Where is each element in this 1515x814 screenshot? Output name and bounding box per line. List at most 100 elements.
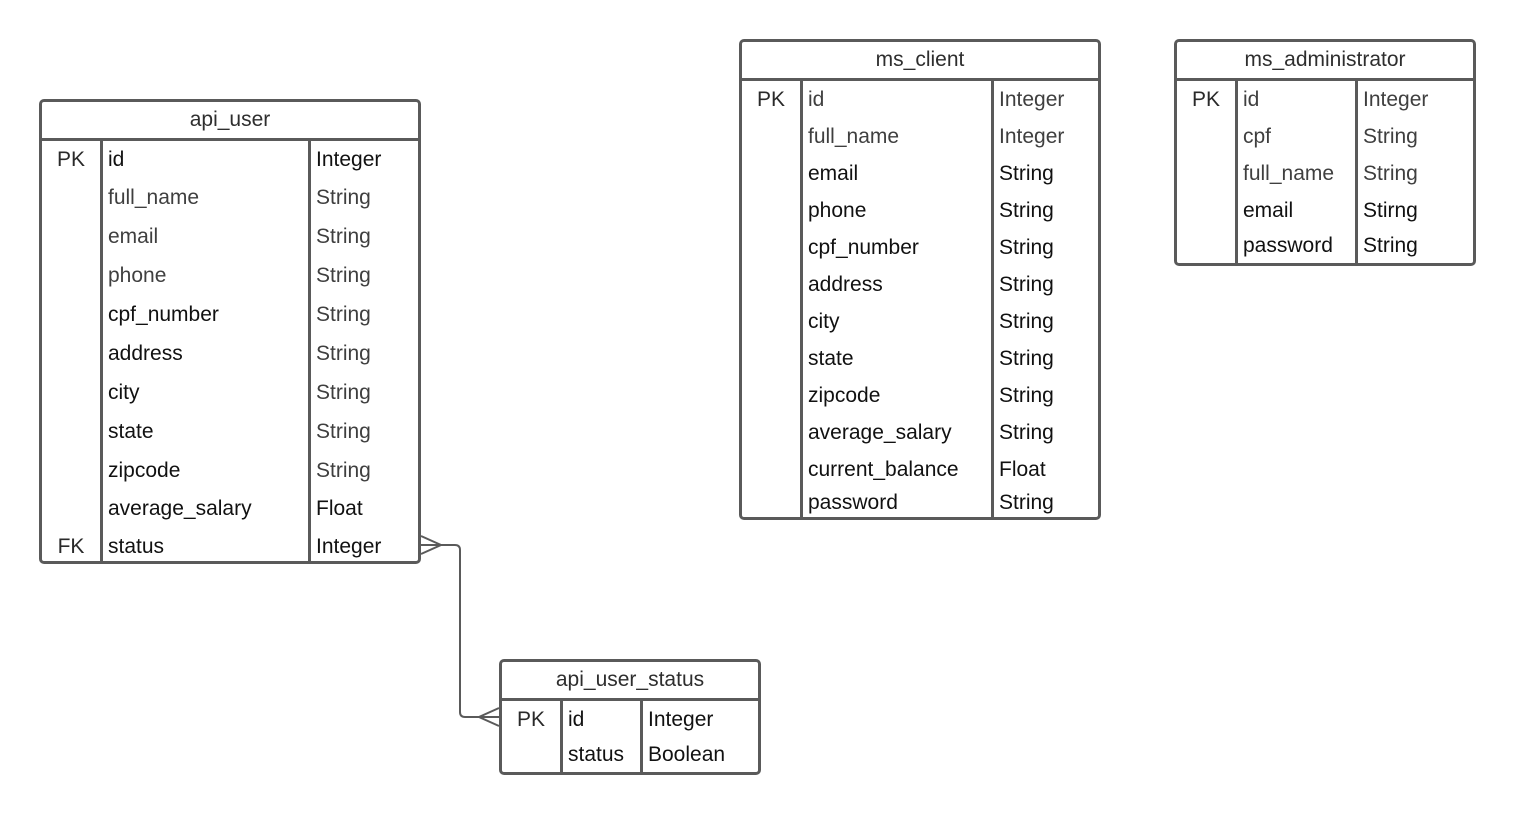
key-cell — [742, 377, 800, 414]
entity-title: ms_client — [742, 42, 1098, 81]
field-name: email — [1243, 198, 1294, 222]
field-name: zipcode — [808, 383, 881, 407]
table-row[interactable]: full_name String — [1177, 155, 1473, 192]
table-row[interactable]: phone String — [42, 256, 418, 295]
field-type: Boolean — [648, 743, 726, 766]
key-cell — [742, 118, 800, 155]
crow-foot-many-icon — [420, 535, 444, 555]
key-cell — [1177, 155, 1235, 192]
field-type: String — [316, 263, 371, 287]
key-cell — [1177, 118, 1235, 155]
field-type: String — [999, 309, 1054, 333]
field-type: String — [1363, 234, 1418, 257]
table-row[interactable]: PK id Integer — [502, 701, 758, 738]
field-name: average_salary — [108, 497, 252, 520]
relationship-line — [421, 544, 499, 718]
column-divider — [640, 701, 643, 772]
key-cell — [42, 334, 100, 373]
table-row[interactable]: PK id Integer — [1177, 81, 1473, 118]
table-row[interactable]: email String — [742, 155, 1098, 192]
column-divider — [1235, 81, 1238, 263]
field-name: cpf_number — [808, 235, 919, 259]
table-row[interactable]: email Stirng — [1177, 192, 1473, 229]
entity-title: api_user — [42, 102, 418, 141]
entity-body: PK id Integer cpf String full_name Strin… — [1177, 81, 1473, 263]
entity-body: PK id Integer full_name Integer email St… — [742, 81, 1098, 517]
entity-body: PK id Integer status Boolean — [502, 701, 758, 772]
key-cell — [742, 192, 800, 229]
field-name: cpf_number — [108, 302, 219, 326]
table-row[interactable]: email String — [42, 217, 418, 256]
field-name: current_balance — [808, 457, 959, 481]
entity-title: ms_administrator — [1177, 42, 1473, 81]
key-cell — [42, 373, 100, 412]
table-row[interactable]: cpf String — [1177, 118, 1473, 155]
field-type: String — [999, 420, 1054, 444]
table-row[interactable]: PK id Integer — [742, 81, 1098, 118]
table-row[interactable]: phone String — [742, 192, 1098, 229]
key-cell: PK — [56, 147, 85, 171]
field-name: id — [808, 87, 825, 111]
entity-body: PK id Integer full_name String email Str… — [42, 141, 418, 561]
table-row[interactable]: city String — [742, 303, 1098, 340]
table-row[interactable]: cpf_number String — [42, 295, 418, 334]
field-type: Float — [316, 497, 363, 520]
key-cell — [502, 738, 560, 772]
table-row[interactable]: state String — [42, 412, 418, 451]
table-row[interactable]: city String — [42, 373, 418, 412]
entity-ms-client[interactable]: ms_client PK id Integer full_name Intege… — [739, 39, 1101, 520]
field-type: String — [999, 383, 1054, 407]
key-cell: PK — [1191, 87, 1220, 111]
table-row[interactable]: address String — [742, 266, 1098, 303]
table-row[interactable]: zipcode String — [742, 377, 1098, 414]
table-row[interactable]: state String — [742, 340, 1098, 377]
field-name: password — [1243, 234, 1333, 257]
field-name: password — [808, 490, 898, 514]
table-row[interactable]: zipcode String — [42, 451, 418, 490]
field-name: cpf — [1243, 124, 1272, 148]
field-type: String — [999, 235, 1054, 259]
field-name: state — [108, 419, 154, 443]
key-cell: FK — [57, 534, 85, 558]
field-type: String — [1363, 124, 1418, 148]
field-type: Integer — [999, 87, 1065, 111]
field-name: id — [1243, 87, 1260, 111]
entity-ms-administrator[interactable]: ms_administrator PK id Integer cpf Strin… — [1174, 39, 1476, 266]
crow-foot-many-icon — [476, 707, 500, 727]
field-name: id — [108, 147, 125, 171]
field-name: address — [808, 272, 883, 296]
field-name: email — [108, 224, 159, 248]
table-row[interactable]: address String — [42, 334, 418, 373]
key-cell — [42, 412, 100, 451]
table-row[interactable]: current_balance Float — [742, 451, 1098, 488]
column-divider — [308, 141, 311, 561]
field-name: phone — [808, 198, 867, 222]
table-row[interactable]: average_salary String — [742, 414, 1098, 451]
table-row[interactable]: FK status Integer — [42, 528, 418, 565]
entity-api-user-status[interactable]: api_user_status PK id Integer status Boo… — [499, 659, 761, 775]
field-type: Integer — [316, 147, 382, 171]
table-row[interactable]: cpf_number String — [742, 229, 1098, 266]
field-type: String — [316, 380, 371, 404]
table-row[interactable]: full_name Integer — [742, 118, 1098, 155]
field-type: String — [999, 272, 1054, 296]
table-row[interactable]: password String — [742, 488, 1098, 517]
table-row[interactable]: password String — [1177, 229, 1473, 263]
table-row[interactable]: full_name String — [42, 178, 418, 217]
field-type: String — [316, 185, 371, 209]
column-divider — [991, 81, 994, 517]
table-row[interactable]: PK id Integer — [42, 141, 418, 178]
field-name: full_name — [1243, 161, 1335, 185]
table-row[interactable]: average_salary Float — [42, 490, 418, 528]
field-name: status — [108, 534, 165, 558]
entity-api-user[interactable]: api_user PK id Integer full_name String … — [39, 99, 421, 564]
field-name: average_salary — [808, 420, 952, 444]
column-divider — [1355, 81, 1358, 263]
table-row[interactable]: status Boolean — [502, 738, 758, 772]
key-cell — [42, 217, 100, 256]
field-type: String — [999, 490, 1054, 514]
key-cell — [742, 229, 800, 266]
key-cell — [1177, 192, 1235, 229]
field-name: state — [808, 346, 854, 370]
field-name: city — [808, 309, 840, 333]
